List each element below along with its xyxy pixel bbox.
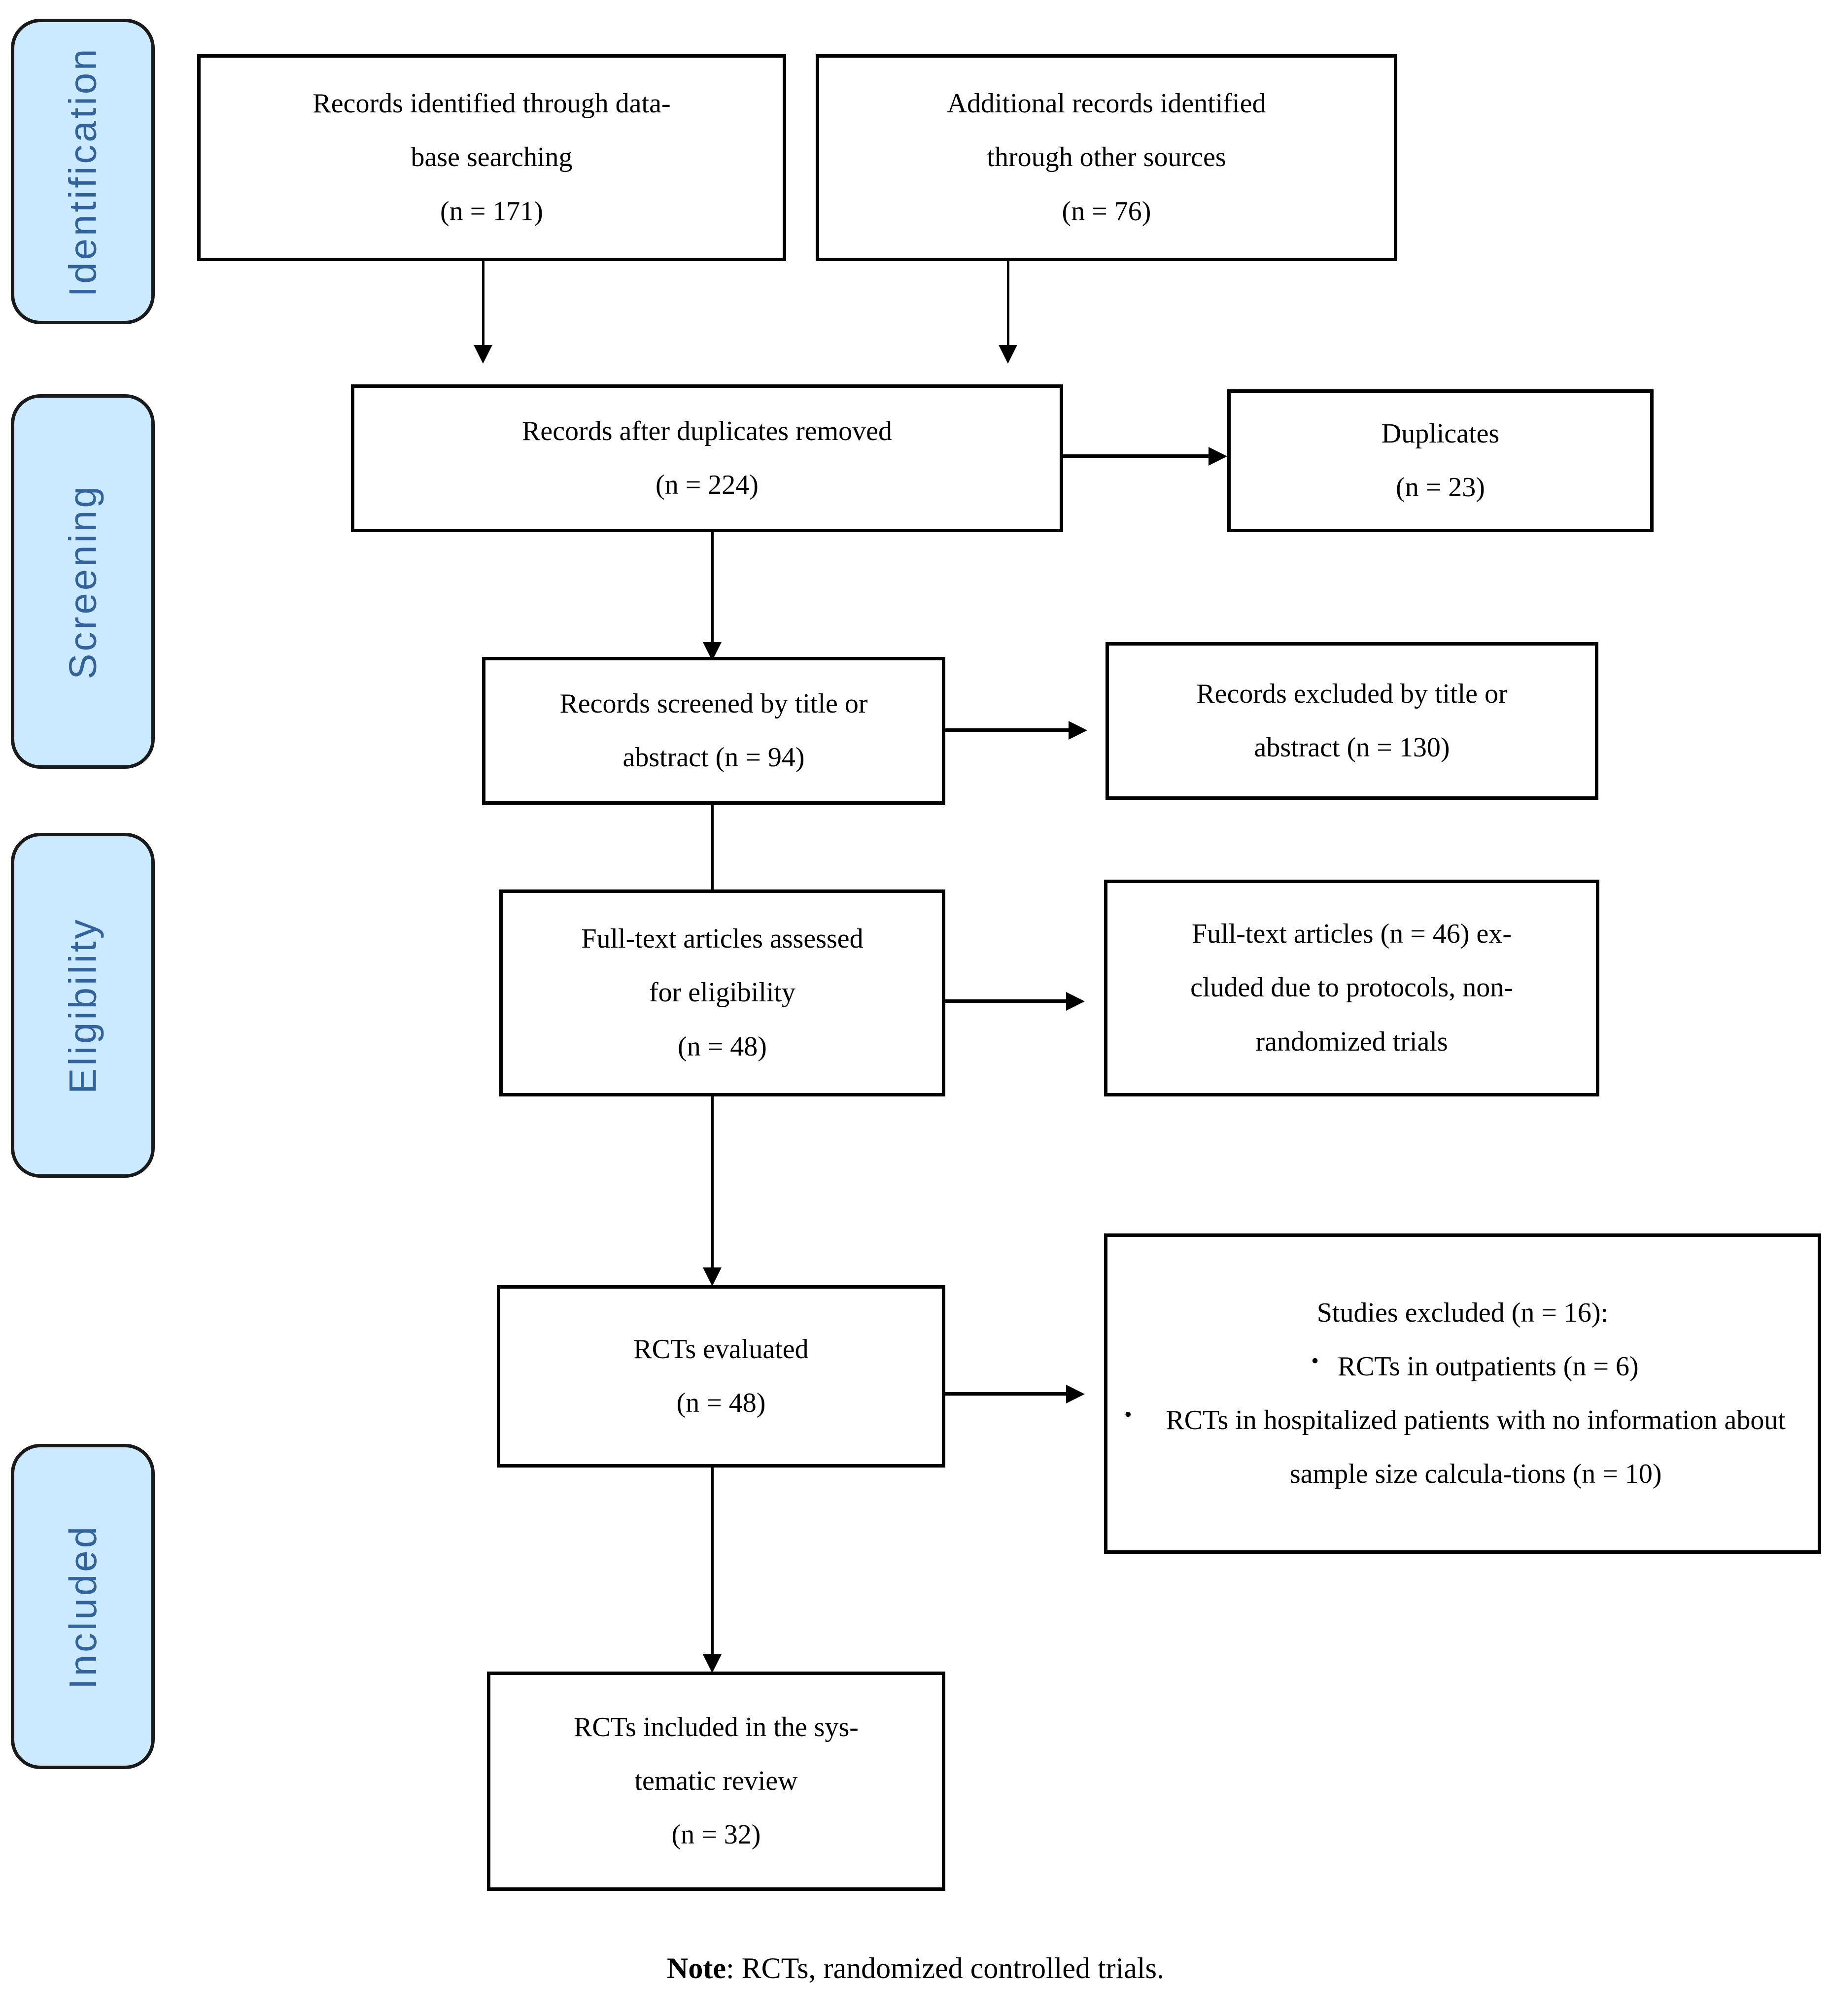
box-line: Records screened by title or [559, 688, 868, 719]
connector-screened-to-excluded [945, 728, 1071, 732]
box-line: Records identified through data- [312, 88, 671, 119]
note-text: : RCTs, randomized controlled trials. [725, 1952, 1164, 1984]
box-line: RCTs evaluated [633, 1333, 809, 1365]
box-line: Duplicates [1381, 418, 1500, 449]
box-fulltext-excluded: Full-text articles (n = 46) ex- cluded d… [1104, 880, 1599, 1096]
box-line: Full-text articles assessed [581, 923, 864, 955]
connector-fulltext-to-excluded [945, 999, 1069, 1003]
connector-rcts-to-studies-excluded [945, 1392, 1069, 1396]
box-line: cluded due to protocols, non- [1190, 972, 1513, 1003]
stage-label-included: Included [61, 1524, 104, 1689]
box-line: Additional records identified [947, 88, 1266, 119]
box-records-screened: Records screened by title or abstract (n… [482, 657, 945, 805]
box-line: (n = 48) [676, 1388, 766, 1418]
studies-excluded-bullet-2: • RCTs in hospitalized patients with no … [1124, 1394, 1801, 1501]
arrow-rcts-to-included [703, 1654, 722, 1673]
arrow-fulltext-to-excluded [1066, 992, 1085, 1011]
bullet-icon: • [1311, 1348, 1319, 1373]
bullet-text: RCTs in outpatients (n = 6) [1337, 1351, 1639, 1382]
box-line: abstract (n = 94) [622, 742, 805, 773]
arrow-database-to-dedup [474, 345, 492, 364]
box-line: through other sources [987, 142, 1226, 173]
connector-database-to-dedup [482, 261, 484, 347]
box-line: base searching [411, 142, 573, 173]
stage-label-screening: Screening [61, 483, 104, 680]
connector-fulltext-to-rcts [711, 1096, 714, 1274]
arrow-other-to-dedup [999, 345, 1017, 364]
box-studies-excluded: Studies excluded (n = 16): • RCTs in out… [1104, 1233, 1821, 1554]
box-line: tematic review [634, 1765, 798, 1796]
connector-other-to-dedup [1007, 261, 1009, 347]
arrow-fulltext-to-rcts [703, 1267, 722, 1286]
connector-dedup-to-duplicates [1063, 454, 1211, 458]
figure-note: Note: RCTs, randomized controlled trials… [0, 1951, 1831, 1985]
box-line: (n = 23) [1396, 472, 1485, 503]
stage-pill-included: Included [11, 1444, 155, 1769]
studies-excluded-bullet-1: • RCTs in outpatients (n = 6) [1092, 1340, 1831, 1394]
stage-pill-identification: Identification [11, 19, 155, 324]
box-line: RCTs included in the sys- [574, 1711, 859, 1743]
box-records-database-searching: Records identified through data- base se… [197, 54, 786, 261]
box-line: (n = 48) [678, 1031, 767, 1062]
box-fulltext-assessed: Full-text articles assessed for eligibil… [499, 889, 945, 1096]
connector-rcts-to-included [711, 1468, 714, 1660]
note-label: Note [667, 1952, 726, 1984]
connector-screened-to-fulltext [711, 805, 714, 898]
box-line: (n = 76) [1062, 196, 1151, 227]
stage-label-eligibility: Eligibility [61, 917, 104, 1094]
stage-pill-eligibility: Eligibility [11, 833, 155, 1178]
arrow-rcts-to-studies-excluded [1066, 1385, 1085, 1403]
connector-dedup-to-screened [711, 532, 714, 646]
box-line: (n = 171) [440, 196, 543, 227]
box-line: (n = 224) [656, 470, 759, 500]
box-duplicates: Duplicates (n = 23) [1227, 389, 1654, 532]
box-line: for eligibility [649, 977, 796, 1008]
arrow-dedup-to-duplicates [1209, 447, 1227, 466]
bullet-text: RCTs in hospitalized patients with no in… [1166, 1405, 1786, 1490]
bullet-icon: • [1124, 1402, 1132, 1427]
box-rcts-evaluated: RCTs evaluated (n = 48) [497, 1285, 945, 1468]
box-records-after-duplicates-removed: Records after duplicates removed (n = 22… [351, 384, 1063, 532]
box-additional-records-other-sources: Additional records identified through ot… [816, 54, 1397, 261]
box-line: Records excluded by title or [1196, 678, 1508, 709]
box-line: randomized trials [1255, 1026, 1448, 1057]
stage-pill-screening: Screening [11, 394, 155, 769]
studies-excluded-heading: Studies excluded (n = 16): [1316, 1297, 1609, 1328]
box-line: (n = 32) [671, 1819, 761, 1850]
box-line: Records after duplicates removed [521, 415, 893, 446]
arrow-screened-to-excluded [1069, 721, 1087, 740]
stage-label-identification: Identification [61, 46, 104, 297]
box-rcts-included: RCTs included in the sys- tematic review… [487, 1672, 945, 1891]
box-line: abstract (n = 130) [1254, 732, 1450, 763]
box-line: Full-text articles (n = 46) ex- [1192, 919, 1512, 950]
box-records-excluded-title-abstract: Records excluded by title or abstract (n… [1106, 642, 1598, 800]
